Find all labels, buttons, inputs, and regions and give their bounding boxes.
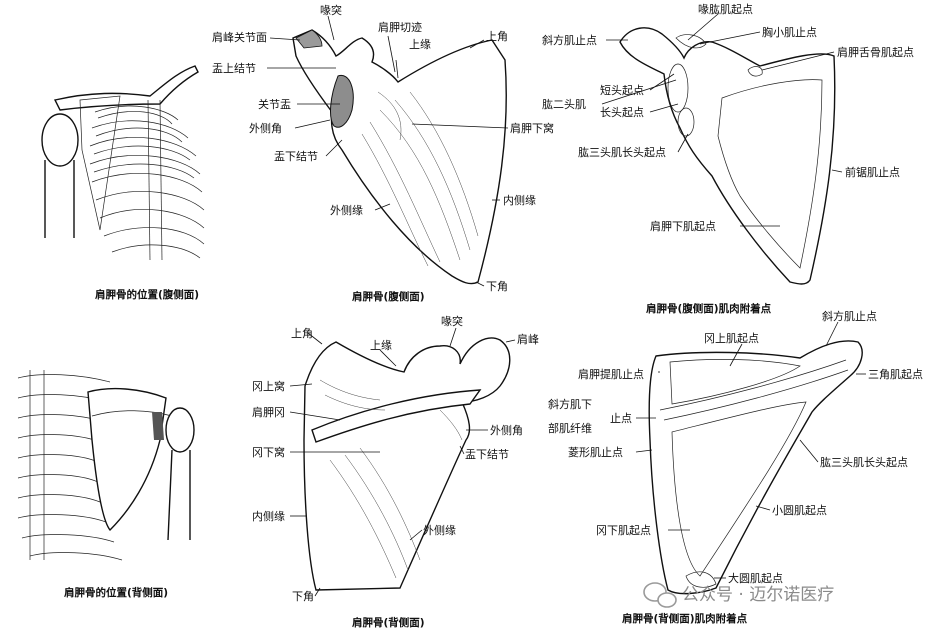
- anterior-position-illustration: [41, 65, 205, 261]
- label-inferior-angle-posterior: 下角: [292, 590, 314, 603]
- label-medial-border: 内侧缘: [503, 193, 536, 207]
- label-short-head: 短头起点: [600, 83, 644, 97]
- label-subscapularis: 肩胛下肌起点: [650, 219, 716, 233]
- label-superior-angle: 上角: [486, 30, 508, 43]
- anterior-muscles-illustration: [619, 27, 836, 285]
- label-trapezius-anterior: 斜方肌止点: [542, 33, 597, 47]
- wechat-icon: [643, 582, 677, 608]
- label-levator: 肩胛提肌止点: [578, 367, 644, 381]
- label-lateral-border-posterior: 外侧缘: [423, 524, 456, 537]
- label-subscapular-fossa: 肩胛下窝: [510, 121, 554, 135]
- watermark-text: 公众号 · 迈尔诺医疗: [682, 585, 834, 605]
- label-infraspinatus: 冈下肌起点: [596, 524, 651, 537]
- label-serratus: 前锯肌止点: [845, 165, 900, 179]
- label-infraglenoid: 盂下结节: [274, 150, 318, 163]
- label-teres-minor: 小圆肌起点: [772, 504, 827, 517]
- label-triceps-anterior: 肱三头肌长头起点: [578, 145, 666, 159]
- label-spine: 肩胛冈: [252, 405, 285, 419]
- posterior-muscles-illustration: [648, 340, 863, 595]
- label-supraspinatus: 冈上肌起点: [704, 332, 759, 345]
- label-deltoid: 三角肌起点: [868, 368, 923, 381]
- posterior-position-illustration: [17, 370, 195, 561]
- label-pectoralis-minor: 胸小肌止点: [762, 25, 817, 39]
- label-teres-major: 大圆肌起点: [728, 571, 783, 585]
- label-lateral-angle-posterior: 外侧角: [490, 424, 523, 437]
- label-superior-border: 上缘: [409, 38, 431, 51]
- label-acromion: 肩峰: [517, 332, 539, 346]
- caption-posterior-muscles: 肩胛骨(背侧面)肌肉附着点: [622, 612, 748, 625]
- label-supraglenoid: 盂上结节: [212, 62, 256, 75]
- label-biceps: 肱二头肌: [542, 97, 586, 111]
- label-triceps-posterior: 肱三头肌长头起点: [820, 455, 908, 469]
- label-scapular-notch: 肩胛切迹: [378, 20, 422, 34]
- label-coracoid: 喙突: [320, 3, 342, 17]
- label-medial-border-posterior: 内侧缘: [252, 509, 285, 523]
- label-supraspinous: 冈上窝: [252, 379, 285, 393]
- label-trapezius-lower-2: 部肌纤维: [548, 421, 592, 435]
- caption-anterior-muscles: 肩胛骨(腹侧面)肌肉附着点: [646, 302, 772, 315]
- label-omohyoid: 肩胛舌骨肌起点: [837, 45, 914, 59]
- label-trapezius-lower-1: 斜方肌下: [548, 397, 592, 411]
- caption-posterior-view: 肩胛骨(背侧面): [352, 616, 425, 629]
- posterior-view-leaders: [289, 327, 516, 597]
- caption-anterior-view: 肩胛骨(腹侧面): [352, 290, 425, 303]
- label-lateral-border: 外侧缘: [330, 204, 363, 217]
- label-lateral-angle: 外侧角: [249, 122, 282, 135]
- anterior-view-leaders: [267, 15, 509, 287]
- label-acromion-facet: 肩峰关节面: [212, 30, 267, 44]
- label-coracoid-posterior: 喙突: [441, 314, 463, 328]
- label-inferior-angle: 下角: [486, 280, 508, 293]
- wechat-watermark: 公众号 · 迈尔诺医疗: [643, 582, 834, 608]
- label-trapezius-lower-3: 止点: [610, 412, 632, 425]
- posterior-muscles-leaders: [635, 321, 866, 579]
- caption-anterior-position: 肩胛骨的位置(腹侧面): [95, 288, 199, 301]
- label-superior-border-posterior: 上缘: [370, 339, 392, 352]
- label-long-head: 长头起点: [600, 106, 644, 119]
- label-coracobrachialis: 喙肱肌起点: [698, 2, 753, 16]
- label-rhomboid: 菱形肌止点: [568, 446, 623, 459]
- anterior-muscles-leaders: [601, 13, 843, 227]
- label-infraglenoid-posterior: 盂下结节: [465, 448, 509, 461]
- label-superior-angle-posterior: 上角: [291, 327, 313, 340]
- label-glenoid: 关节盂: [258, 97, 291, 111]
- caption-posterior-position: 肩胛骨的位置(背侧面): [64, 586, 168, 599]
- scapula-anterior-illustration: [292, 29, 507, 285]
- label-infraspinous: 冈下窝: [252, 445, 285, 459]
- scapula-posterior-illustration: [303, 337, 511, 591]
- label-trapezius-posterior: 斜方肌止点: [822, 309, 877, 323]
